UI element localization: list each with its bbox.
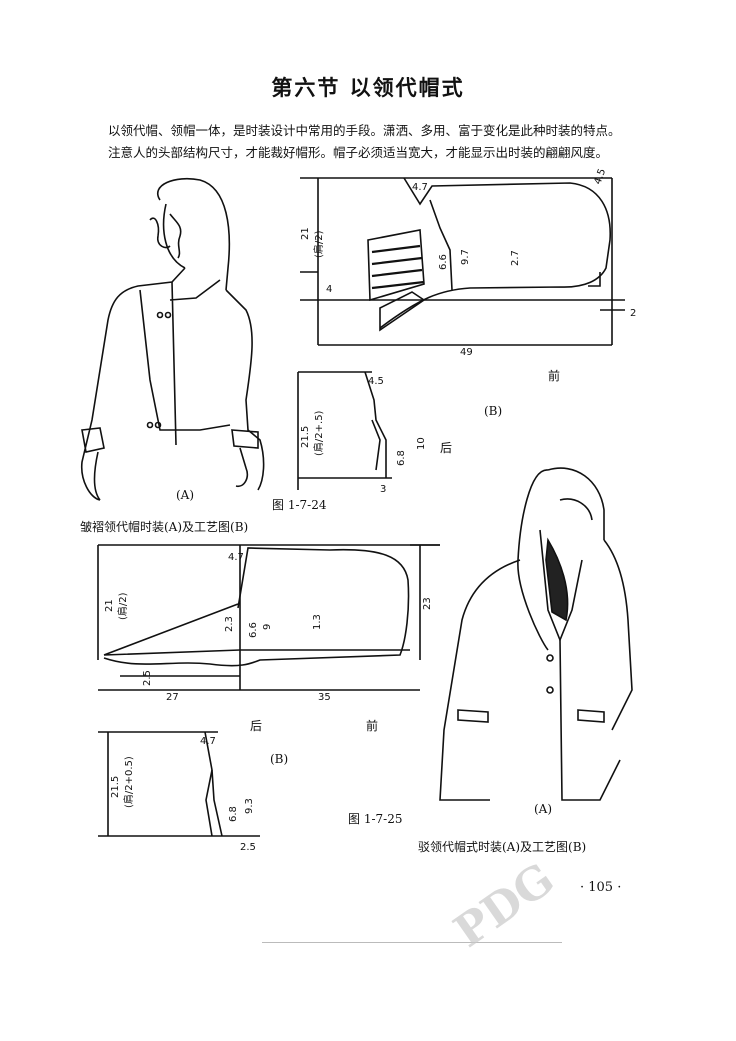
fig2-dim-35: 35 <box>318 692 331 703</box>
figure1-back-pattern <box>297 371 392 490</box>
fig2-back-21-5: 21.5 <box>110 776 121 798</box>
fig2-dim-21-sub: (肩/2) <box>116 592 129 620</box>
fig2-front-label: 前 <box>366 718 378 733</box>
fig1-dim-21-sub: (肩/2) <box>312 230 325 258</box>
fig1-back-21-5: 21.5 <box>300 426 311 448</box>
figure1-coat-illustration <box>80 177 265 501</box>
fig2-back-6-8: 6.8 <box>228 806 239 822</box>
fig1-back-10: 10 <box>416 437 427 450</box>
fig1-label-b: (B) <box>484 404 503 418</box>
fig2-dim-2-3: 2.3 <box>224 616 235 632</box>
fig1-number: 图 1-7-24 <box>272 498 327 512</box>
fig1-back-4-5: 4.5 <box>368 376 384 387</box>
page-number: · 105 · <box>580 880 622 895</box>
fig2-dim-23: 23 <box>422 597 433 610</box>
bottom-rule <box>262 942 562 943</box>
fig2-back-2-5: 2.5 <box>240 842 256 853</box>
fig2-dim-21: 21 <box>104 599 115 612</box>
fig2-back-4-7: 4.7 <box>200 736 216 747</box>
fig2-dim-27: 27 <box>166 692 179 703</box>
fig2-dim-4-7: 4.7 <box>228 552 244 563</box>
fig2-back-21-5-sub: (肩/2+0.5) <box>122 756 135 808</box>
fig1-label-a: (A) <box>176 488 195 502</box>
fig2-number: 图 1-7-25 <box>348 812 403 826</box>
fig1-back-21-5-sub: (肩/2+.5) <box>312 410 325 456</box>
figure2-pattern <box>97 544 440 691</box>
fig1-back-label: 后 <box>440 441 452 455</box>
fig2-dim-6-6: 6.6 <box>248 622 259 638</box>
figure1-hood-pattern <box>300 177 625 346</box>
fig1-dim-4: 4 <box>326 284 332 295</box>
fig2-caption: 驳领代帽式时装(A)及工艺图(B) <box>418 840 587 854</box>
fig2-label-a: (A) <box>534 802 553 816</box>
fig1-dim-6-6: 6.6 <box>438 254 449 270</box>
section-title: 第六节 以领代帽式 <box>271 75 465 100</box>
fig2-dim-1-3: 1.3 <box>312 614 323 630</box>
figure2-coat-illustration <box>439 467 633 801</box>
fig2-label-b: (B) <box>270 752 289 766</box>
fig1-dim-9-7: 9.7 <box>460 249 471 265</box>
fig1-caption: 皱褶领代帽时装(A)及工艺图(B) <box>80 520 249 534</box>
fig1-back-3: 3 <box>380 484 386 495</box>
fig1-dim-4-7: 4.7 <box>412 182 428 193</box>
fig1-back-6-8: 6.8 <box>396 450 407 466</box>
fig2-back-label: 后 <box>250 719 262 733</box>
fig1-dim-49: 49 <box>460 347 473 358</box>
intro-paragraph-line1: 以领代帽、领帽一体，是时装设计中常用的手段。潇洒、多用、富于变化是此种时装的特点… <box>108 123 621 138</box>
fig2-dim-2-5: 2.5 <box>142 670 153 686</box>
fig1-dim-2: 2 <box>630 308 636 319</box>
intro-paragraph-line2: 注意人的头部结构尺寸，才能裁好帽形。帽子必须适当宽大，才能显示出时装的翩翩风度。 <box>108 145 609 160</box>
fig1-dim-21: 21 <box>300 227 311 240</box>
fig2-back-9-3: 9.3 <box>244 798 255 814</box>
fig2-dim-9: 9 <box>262 624 273 630</box>
figure2-back-pattern <box>98 731 260 837</box>
fig1-dim-2-7: 2.7 <box>510 250 521 266</box>
fig1-dim-4-5: 4.5 <box>592 167 608 186</box>
fig1-front-label: 前 <box>548 368 560 383</box>
